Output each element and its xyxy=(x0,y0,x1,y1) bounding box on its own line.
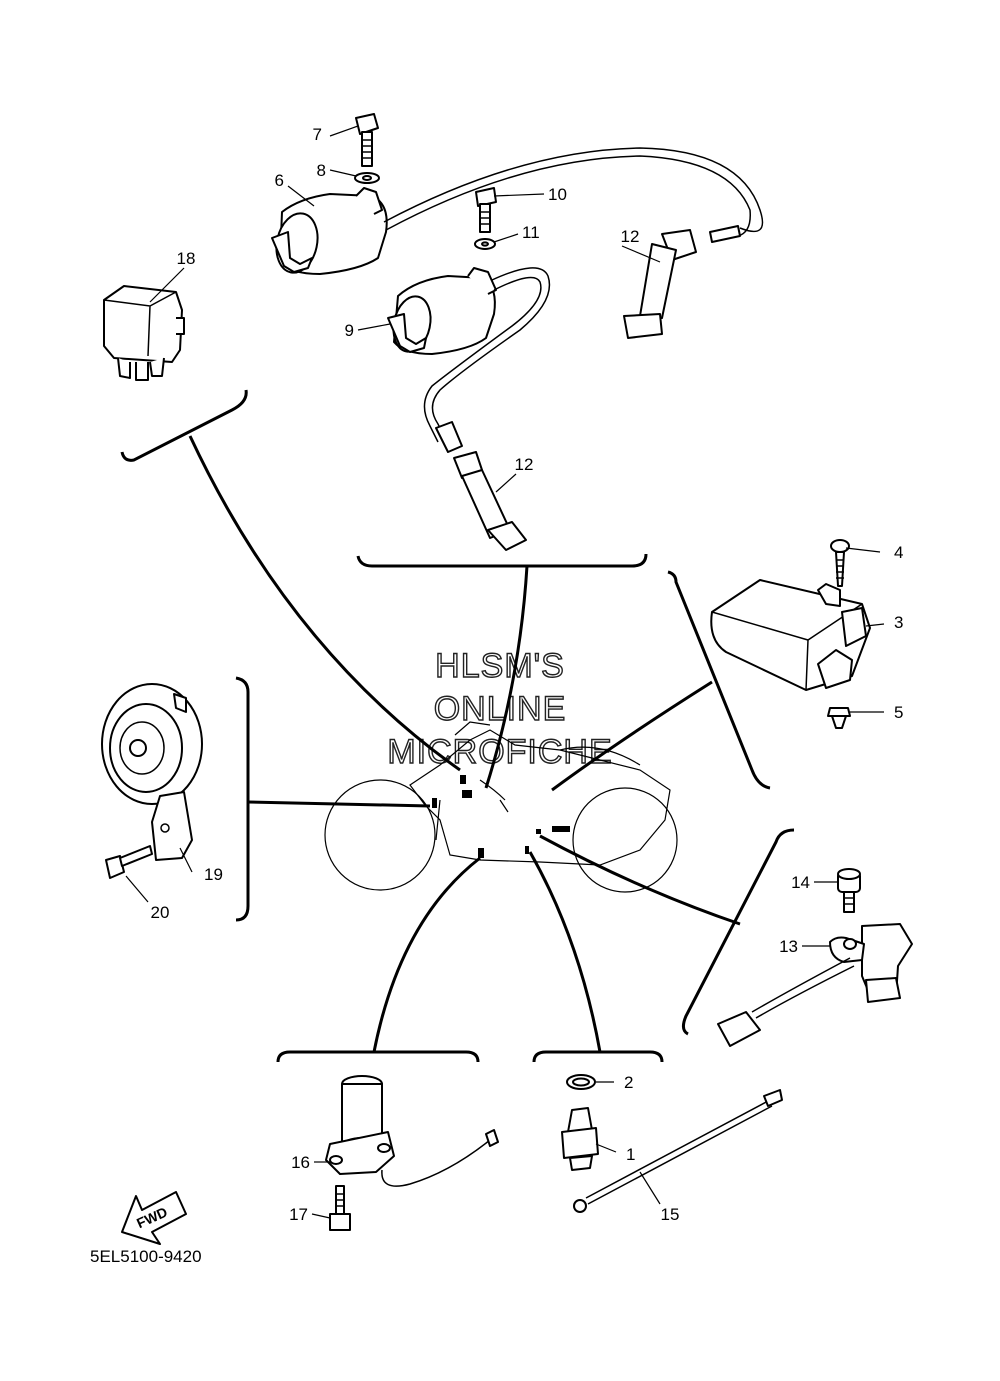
plug-cap-part-12-center xyxy=(435,421,527,551)
callout-17: 17 xyxy=(289,1205,308,1224)
washer-part-11 xyxy=(474,238,496,250)
callout-4: 4 xyxy=(894,543,903,562)
callout-18: 18 xyxy=(177,249,196,268)
location-markers xyxy=(432,775,570,858)
callout-2: 2 xyxy=(624,1073,633,1092)
forward-arrow: FWD xyxy=(121,1191,187,1245)
callout-7: 7 xyxy=(313,125,322,144)
callout-20: 20 xyxy=(151,903,170,922)
callout-6: 6 xyxy=(275,171,284,190)
diagram-code: 5EL5100-9420 xyxy=(90,1247,202,1266)
bolt-part-20 xyxy=(105,845,153,879)
bolt-part-7 xyxy=(355,113,379,167)
switch-part-1 xyxy=(561,1107,599,1171)
callout-1: 1 xyxy=(626,1145,635,1164)
callout-16: 16 xyxy=(291,1153,310,1172)
group-brackets xyxy=(120,389,795,1063)
callout-12-right: 12 xyxy=(621,227,640,246)
callout-11: 11 xyxy=(522,223,540,242)
watermark-line-2: ONLINE xyxy=(434,690,567,728)
ignition-coil-part-6 xyxy=(271,147,764,275)
bolt-part-14 xyxy=(837,868,861,913)
motorcycle-silhouette xyxy=(324,721,678,893)
callout-pointers xyxy=(125,125,885,1219)
callout-3: 3 xyxy=(894,613,903,632)
washer-part-8 xyxy=(354,172,380,184)
plug-cap-part-12-right xyxy=(623,225,741,339)
callout-8: 8 xyxy=(317,161,326,180)
ignition-coil-part-9 xyxy=(387,267,551,443)
callout-13: 13 xyxy=(779,937,798,956)
sensor-part-13 xyxy=(717,923,913,1047)
callout-labels: 7 8 6 10 11 12 9 18 12 4 3 5 19 20 14 13… xyxy=(151,125,904,1224)
callout-15: 15 xyxy=(661,1205,680,1224)
watermark-line-1: HLSM'S xyxy=(435,647,565,685)
grommet-part-5 xyxy=(827,707,851,729)
bolt-part-10 xyxy=(475,187,497,233)
callout-12-center: 12 xyxy=(515,455,534,474)
leader-lines xyxy=(188,435,741,1053)
callout-5: 5 xyxy=(894,703,903,722)
watermark: HLSM'S ONLINE MICROFICHE xyxy=(387,646,613,771)
callout-10: 10 xyxy=(548,185,567,204)
horn-part-19 xyxy=(101,683,203,861)
cdi-unit-part-3 xyxy=(710,579,871,691)
callout-14: 14 xyxy=(791,873,810,892)
fuel-sender-part-16 xyxy=(325,1075,499,1187)
lead-wire-part-15 xyxy=(573,1089,783,1213)
gasket-part-2 xyxy=(566,1074,596,1090)
screw-part-4 xyxy=(830,539,850,587)
relay-part-18 xyxy=(103,285,185,381)
callout-19: 19 xyxy=(204,865,223,884)
callout-9: 9 xyxy=(345,321,354,340)
bolt-part-17 xyxy=(329,1185,351,1231)
